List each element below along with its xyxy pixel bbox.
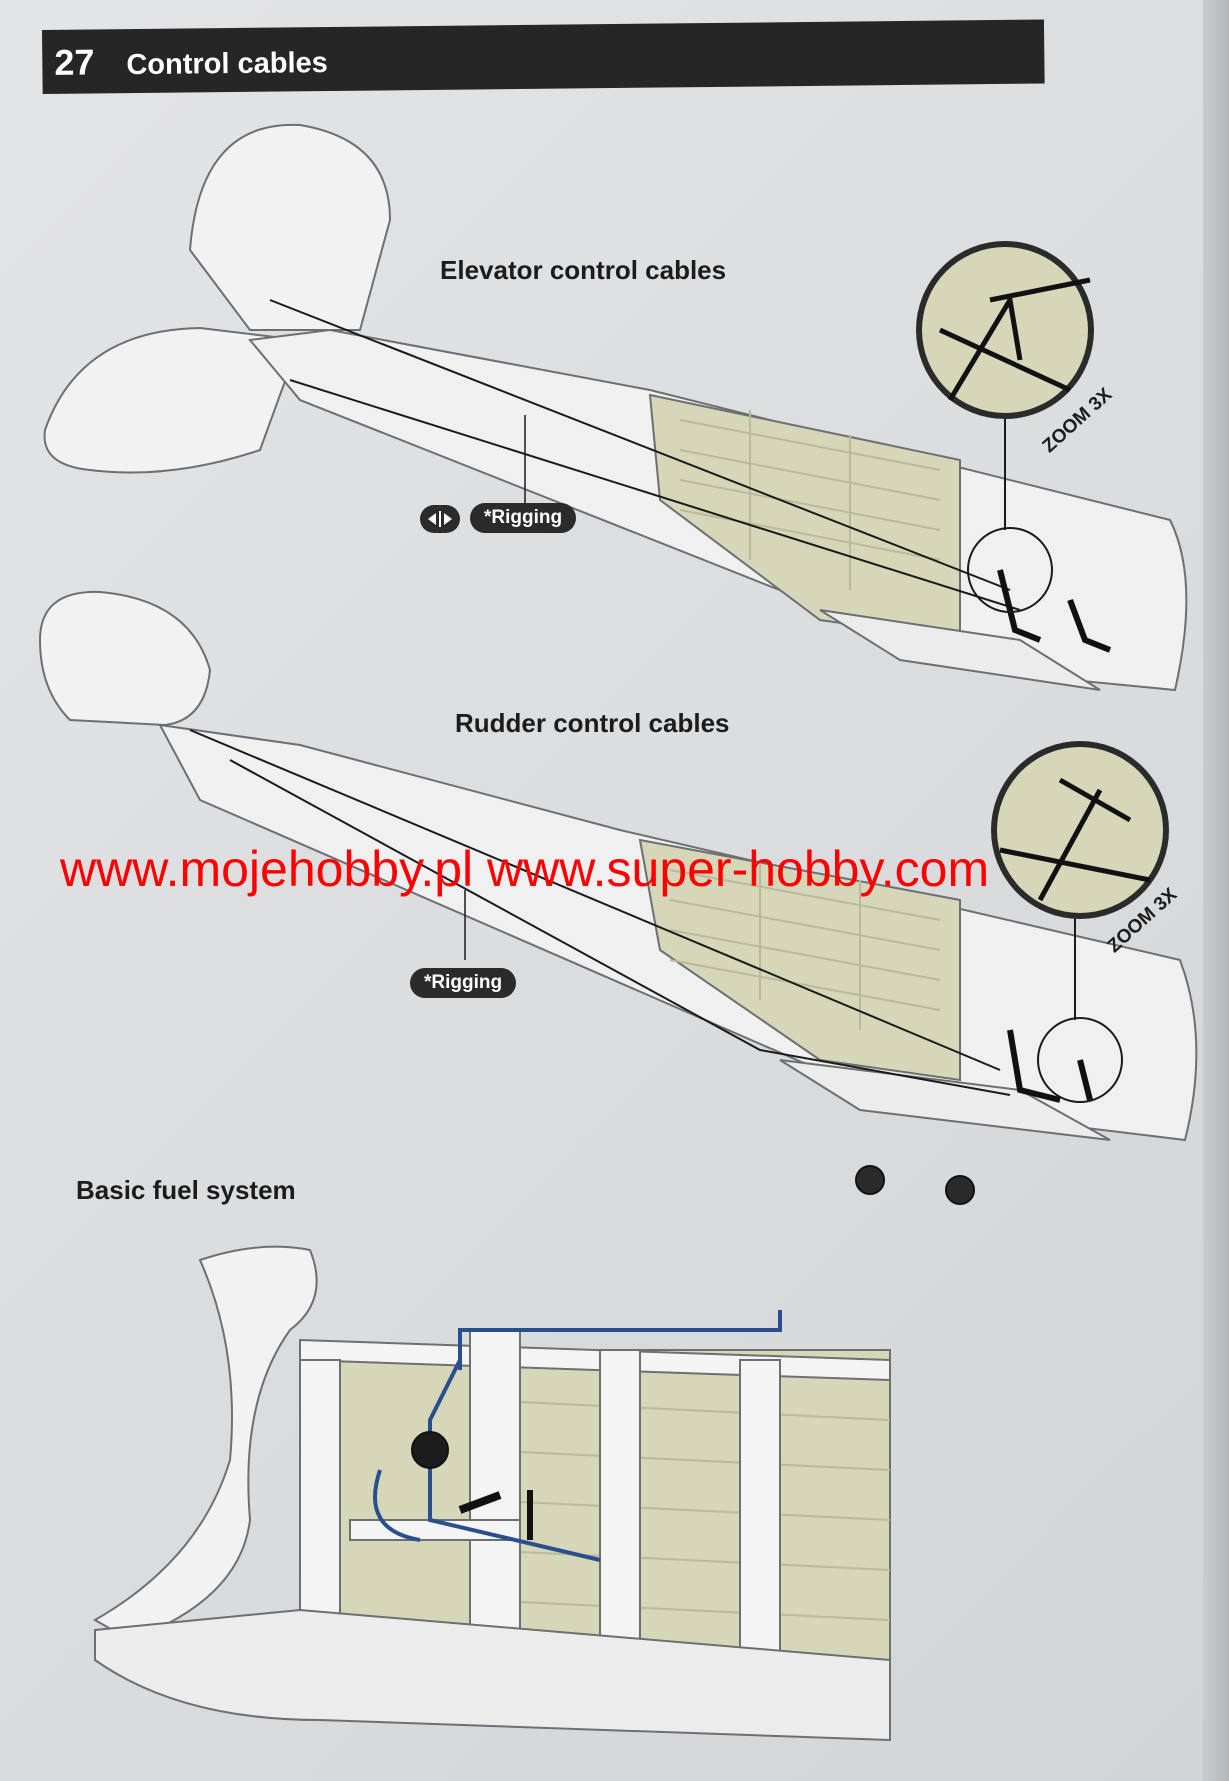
rudder-cable-upper: [189, 729, 1001, 1071]
cable-pulley-icon: [855, 1165, 885, 1195]
elevator-cable-upper: [269, 299, 1011, 591]
elevator-diagram: [43, 123, 1188, 692]
rigging-tag-elevator: *Rigging: [470, 503, 577, 533]
cable-pulley-icon: [945, 1175, 975, 1205]
horizontal-stabilizer: [43, 326, 302, 474]
zoom-target-circle: [967, 527, 1053, 613]
vertical-fin: [188, 123, 392, 331]
cockpit-floor: [94, 1608, 891, 1742]
adjust-arrows-icon: [420, 505, 460, 533]
control-stick: [997, 569, 1112, 653]
rigging-tag-rudder: *Rigging: [410, 968, 517, 998]
fuel-line: [428, 1310, 782, 1562]
fuel-valve-icon: [458, 1491, 502, 1514]
fuel-system-diagram: [92, 1245, 891, 1742]
rudder-pedals: [1007, 1029, 1093, 1103]
elevator-caption: Elevator control cables: [440, 255, 727, 285]
rudder-fin: [38, 590, 212, 727]
cockpit-former: [92, 1245, 318, 1642]
fuselage-interior: [648, 393, 961, 642]
watermark-text: www.mojehobby.pl www.super-hobby.com: [60, 841, 990, 897]
fuel-pump-icon: [411, 1431, 449, 1469]
cockpit-floor: [779, 1059, 1111, 1141]
elevator-cable-lower: [289, 379, 1021, 611]
rudder-cable-lower: [229, 759, 1011, 1096]
fuel-caption: Basic fuel system: [76, 1175, 296, 1205]
cockpit-floor: [819, 609, 1101, 691]
rudder-diagram: [38, 590, 1198, 1205]
page-gutter: [1203, 0, 1229, 1781]
rudder-caption: Rudder control cables: [455, 708, 730, 738]
